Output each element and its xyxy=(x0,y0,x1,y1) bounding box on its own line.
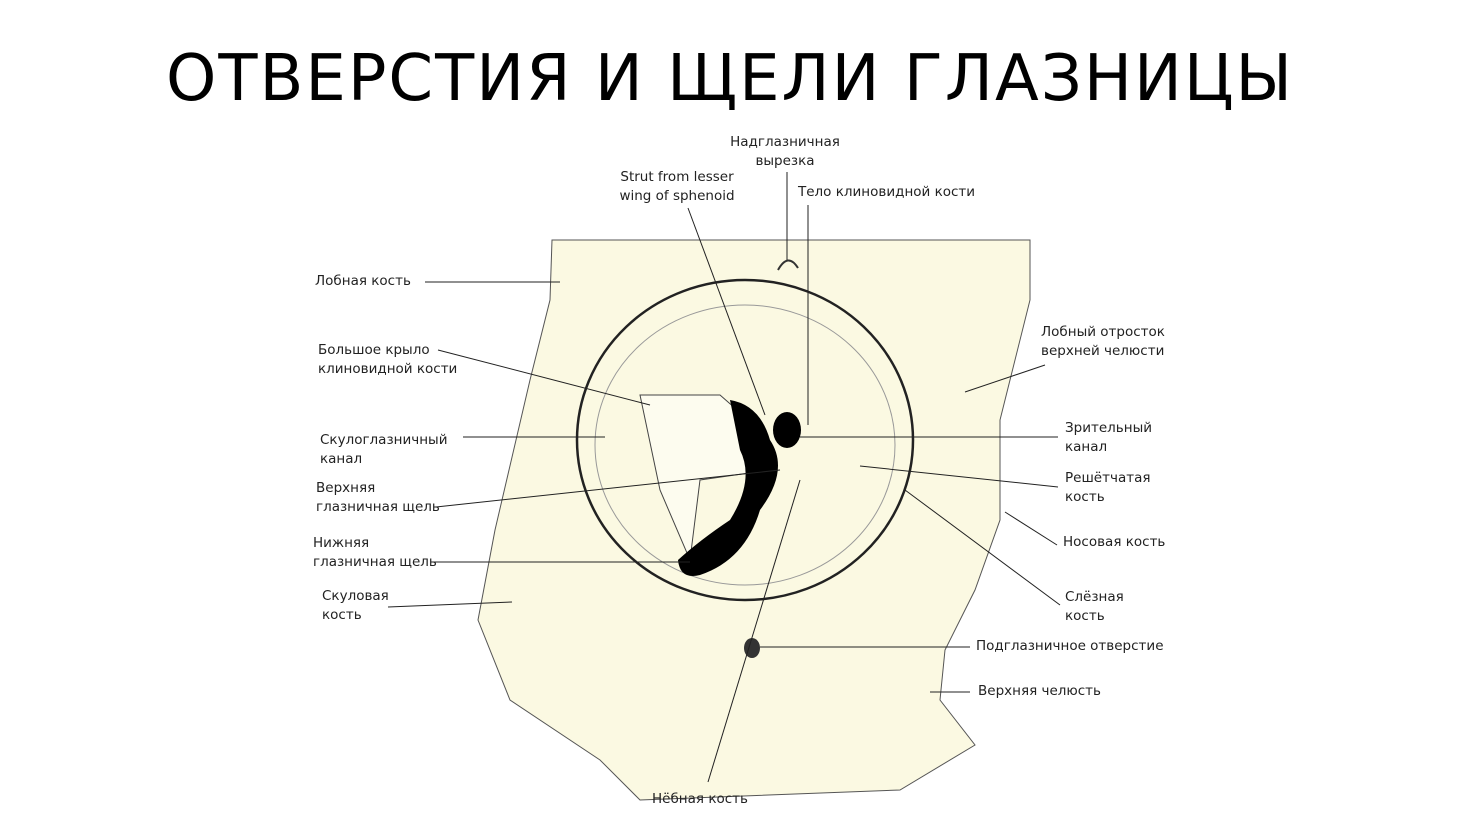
leader-lines xyxy=(387,172,1061,783)
label-nasal: Носовая кость xyxy=(1063,534,1166,550)
label-inferior-fissure: Нижняя глазничная щель xyxy=(313,535,437,570)
leader-frontal-process xyxy=(964,364,1046,393)
optic-canal-shape xyxy=(773,412,801,448)
label-lacrimal: Слёзная кость xyxy=(1065,589,1124,624)
label-greater-wing: Большое крыло клиновидной кости xyxy=(318,342,458,377)
leader-strut xyxy=(687,207,766,416)
label-optic-canal: Зрительный канал xyxy=(1065,420,1153,455)
infraorbital-foramen-shape xyxy=(744,638,760,658)
leader-zygomatic xyxy=(387,601,513,608)
label-superior-fissure: Верхняя глазничная щель xyxy=(316,480,440,515)
label-supraorbital-notch: Надглазничная вырезка xyxy=(730,134,840,169)
label-frontal-bone: Лобная кость xyxy=(315,273,411,289)
label-maxilla: Верхняя челюсть xyxy=(978,683,1102,699)
label-palatine: Нёбная кость xyxy=(652,791,748,807)
label-zygomatic: Скуловая кость xyxy=(322,588,389,623)
supraorbital-notch-shape xyxy=(777,259,799,271)
label-infraorbital: Подглазничное отверстие xyxy=(976,638,1164,654)
label-ethmoid: Решётчатая кость xyxy=(1065,470,1151,505)
leader-nasal xyxy=(1004,511,1058,546)
label-frontal-process: Лобный отросток верхней челюсти xyxy=(1041,324,1165,359)
label-zygomatico-orbital: Скулоглазничный канал xyxy=(320,432,448,467)
leader-palatine xyxy=(707,479,801,783)
superior-orbital-fissure xyxy=(678,400,778,576)
slide-title: ОТВЕРСТИЯ И ЩЕЛИ ГЛАЗНИЦЫ xyxy=(166,42,1294,116)
orbit-rim xyxy=(575,278,915,602)
leader-greater-wing xyxy=(437,349,651,406)
leader-lacrimal xyxy=(904,489,1061,606)
leader-ethmoid xyxy=(859,465,1059,488)
label-strut: Strut from lesser wing of sphenoid xyxy=(619,169,735,204)
label-sphenoid-body: Тело клиновидной кости xyxy=(798,184,976,200)
leader-superior-fissure xyxy=(435,469,781,508)
orbit-inner xyxy=(594,304,896,586)
